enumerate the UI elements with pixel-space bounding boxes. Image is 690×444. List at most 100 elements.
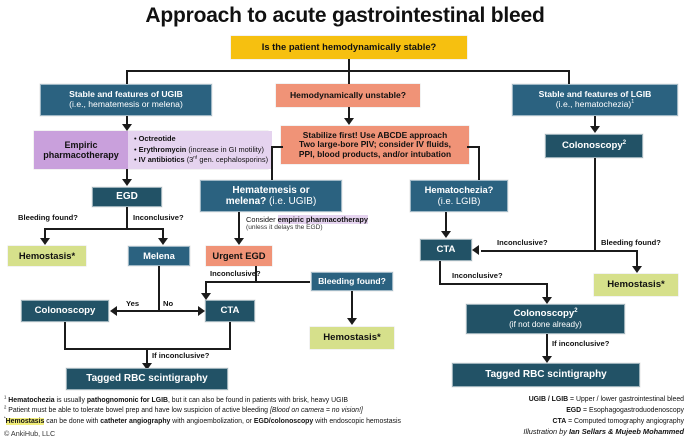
connector-stabilize-left-down xyxy=(271,146,273,180)
node-label: Is the patient hemodynamically stable? xyxy=(261,41,437,53)
node-label: CTA xyxy=(220,304,240,316)
edge-label-if-inconclusive-left: If inconclusive? xyxy=(152,351,210,360)
stabilize-line3: PPI, blood products, and/or intubation xyxy=(298,148,452,159)
node-tagged-rbc-right[interactable]: Tagged RBC scintigraphy xyxy=(452,363,640,387)
node-hemodynamically-unstable[interactable]: Hemodynamically unstable? xyxy=(276,84,420,107)
connector-urgent-egd-bus xyxy=(205,281,310,283)
stabilize-line2: Two large-bore PIV; consider IV fluids, xyxy=(298,139,452,150)
annotation-consider-pharmacotherapy: Consider empiric pharmacotherapy (unless… xyxy=(246,215,369,232)
node-label: Colonoscopy xyxy=(34,304,96,316)
connector-urgent-egd-to-cta xyxy=(205,281,207,295)
connector-melena-to-cta xyxy=(158,310,200,312)
node-label: EGD xyxy=(116,191,138,203)
arrowhead-urgent-egd-to-cta xyxy=(201,293,211,300)
node-label: Melena xyxy=(143,249,175,261)
connector-melena-to-colonoscopy xyxy=(117,310,159,312)
node-hematemesis-melena[interactable]: Hematemesis or melena? (i.e. UGIB) xyxy=(200,180,342,212)
connector-to-unstable xyxy=(348,70,350,84)
edge-label-inconclusive-cta-right: Inconclusive? xyxy=(452,271,503,280)
node-label-line1: Colonoscopy2 xyxy=(513,307,578,320)
node-label-line2: (i.e., hematochezia)1 xyxy=(555,99,635,109)
connector-cta-right-down xyxy=(439,261,441,284)
edge-label-inconclusive-middle: Inconclusive? xyxy=(210,269,261,278)
node-hemostasis-left[interactable]: Hemostasis* xyxy=(8,246,86,266)
node-stable-lgib[interactable]: Stable and features of LGIB (i.e., hemat… xyxy=(512,84,678,116)
node-label: Tagged RBC scintigraphy xyxy=(86,373,208,385)
illustration-credit: Illustration by Ian Sellars & Mujeeb Moh… xyxy=(523,427,684,436)
node-label-line2: (i.e., hematemesis or melena) xyxy=(69,99,183,109)
node-bleeding-found-middle[interactable]: Bleeding found? xyxy=(311,272,393,291)
arrowhead-to-cta-left xyxy=(198,306,205,316)
node-cta-left[interactable]: CTA xyxy=(205,300,255,322)
pharm-title: Empiric pharmacotherapy xyxy=(34,131,128,169)
connector-egd-bus xyxy=(44,228,164,230)
legend-item: UGIB / LGIB = Upper / lower gastrointest… xyxy=(528,396,684,403)
edge-label-if-inconclusive-right: If inconclusive? xyxy=(552,339,610,348)
node-cta-right[interactable]: CTA xyxy=(420,239,472,261)
arrowhead-egd-to-melena xyxy=(158,238,168,245)
arrowhead-bleeding-found-to-hemostasis xyxy=(347,318,357,325)
connector-to-ugib xyxy=(126,70,128,84)
edge-label-inconclusive-right: Inconclusive? xyxy=(497,238,548,247)
node-tagged-rbc-left[interactable]: Tagged RBC scintigraphy xyxy=(66,368,228,390)
connector-unstable-to-stabilize xyxy=(348,107,350,120)
footnote-3: *Hemostasis can be done with catheter an… xyxy=(4,415,401,425)
arrowhead-ugib-to-pharm xyxy=(122,124,132,131)
node-colonoscopy-left[interactable]: Colonoscopy xyxy=(21,300,109,322)
connector-egd-stem xyxy=(126,207,128,229)
connector-cta-down xyxy=(229,322,231,349)
connector-stabilize-right-down xyxy=(478,146,480,180)
node-label: Urgent EGD xyxy=(212,249,266,261)
arrowhead-unstable-to-stabilize xyxy=(344,118,354,125)
connector-merge-to-tagged xyxy=(146,348,148,365)
arrowhead-lgib-to-colonoscopy xyxy=(590,126,600,133)
arrowhead-to-hemostasis-right xyxy=(632,266,642,273)
node-hematochezia[interactable]: Hematochezia? (i.e. LGIB) xyxy=(410,180,508,212)
node-label: Bleeding found? xyxy=(318,275,386,286)
node-hemodynamically-stable-question[interactable]: Is the patient hemodynamically stable? xyxy=(231,36,467,59)
abbreviation-legend: UGIB / LGIB = Upper / lower gastrointest… xyxy=(529,394,684,427)
node-stabilize-first[interactable]: Stabilize first! Use ABCDE approach Two … xyxy=(281,126,469,164)
connector-egd-to-melena xyxy=(162,228,164,240)
arrowhead-colonoscopy2-to-tagged xyxy=(542,356,552,363)
node-label-line1: Stable and features of LGIB xyxy=(538,89,652,100)
pharm-title-line2: pharmacotherapy xyxy=(43,150,119,160)
arrowhead-pharm-to-egd xyxy=(122,179,132,186)
node-urgent-egd[interactable]: Urgent EGD xyxy=(206,246,272,266)
connector-pharm-to-egd xyxy=(126,169,128,181)
pharm-item: • IV antibiotics (3rd gen. cephalosporin… xyxy=(134,154,269,165)
pharm-item: • Octreotide xyxy=(134,134,176,144)
connector-bleeding-found-to-hemostasis xyxy=(351,291,353,320)
copyright-notice: © AnkiHub, LLC xyxy=(4,429,56,438)
node-colonoscopy2-if-not-done[interactable]: Colonoscopy2 (if not done already) xyxy=(466,304,625,334)
node-egd[interactable]: EGD xyxy=(92,187,162,207)
edge-label-inconclusive: Inconclusive? xyxy=(133,213,184,222)
page-title: Approach to acute gastrointestinal bleed xyxy=(145,4,545,27)
connector-hematemesis-to-urgent-egd xyxy=(238,212,240,240)
node-label-line2: melena? (i.e. UGIB) xyxy=(225,196,317,207)
node-hemostasis-middle[interactable]: Hemostasis* xyxy=(310,327,394,349)
edge-label-bleeding-found: Bleeding found? xyxy=(18,213,78,222)
connector-colonoscopy-down xyxy=(64,322,66,349)
connector-root-stem xyxy=(348,59,350,72)
legend-item: CTA = Computed tomography angiography xyxy=(552,418,684,426)
connector-urgent-egd-down xyxy=(255,266,257,282)
node-empiric-pharmacotherapy[interactable]: Empiric pharmacotherapy • Octreotide • E… xyxy=(34,131,273,169)
arrowhead-colonoscopy-to-cta xyxy=(472,245,479,255)
arrowhead-hematemesis-to-urgent-egd xyxy=(234,238,244,245)
footnote-1: 1 Hematochezia is usually pathognomonic … xyxy=(4,394,348,404)
arrowhead-hematochezia-to-cta xyxy=(441,231,451,238)
arrowhead-to-colonoscopy-left xyxy=(110,306,117,316)
connector-colonoscopy2-to-tagged xyxy=(546,334,548,358)
node-stable-ugib[interactable]: Stable and features of UGIB (i.e., hemat… xyxy=(40,84,212,116)
connector-cta-right-to-colonoscopy2 xyxy=(546,283,548,299)
node-hemostasis-right[interactable]: Hemostasis* xyxy=(594,274,678,296)
node-colonoscopy-right[interactable]: Colonoscopy2 xyxy=(545,134,643,158)
node-melena[interactable]: Melena xyxy=(128,246,190,266)
node-label-line1: Hematemesis or xyxy=(232,184,310,196)
node-label-line1: Stable and features of UGIB xyxy=(69,89,183,100)
footnote-2: 2 Patient must be able to tolerate bowel… xyxy=(4,405,363,415)
node-label: Colonoscopy2 xyxy=(561,139,627,151)
connector-cta-right-bus xyxy=(439,283,548,285)
